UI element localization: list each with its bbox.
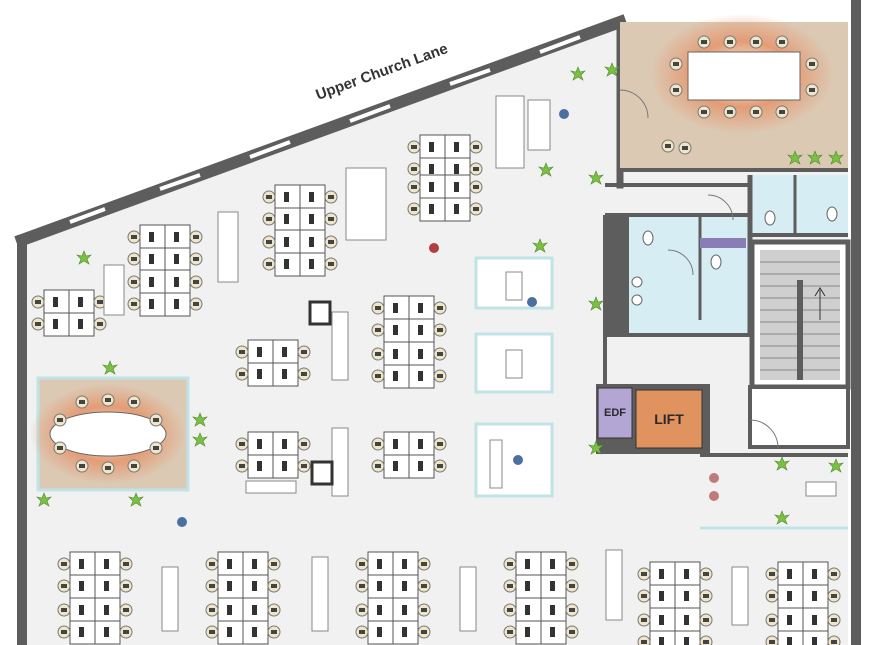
exterior-walls: [14, 0, 861, 645]
lift-label: LIFT: [654, 411, 684, 427]
column-block: [310, 460, 334, 486]
meeting-room-top-right: [619, 14, 848, 172]
people: [177, 109, 719, 527]
lift-shaft: [635, 389, 703, 449]
wc-core: [603, 175, 848, 337]
benches: [103, 95, 837, 632]
stair-lobby: [748, 385, 850, 449]
lift-core: LIFT EDF: [596, 384, 708, 454]
meeting-room-left: [30, 376, 190, 492]
stairwell: [749, 239, 851, 390]
meeting-table-left: [49, 411, 167, 457]
glass-stations: [474, 256, 554, 498]
interior-walls: [603, 183, 750, 455]
edf-label: EDF: [604, 407, 626, 419]
column-block: [308, 300, 332, 326]
window-strips: [69, 35, 581, 224]
meeting-table-top: [687, 51, 801, 101]
edf-cupboard: [597, 387, 633, 439]
